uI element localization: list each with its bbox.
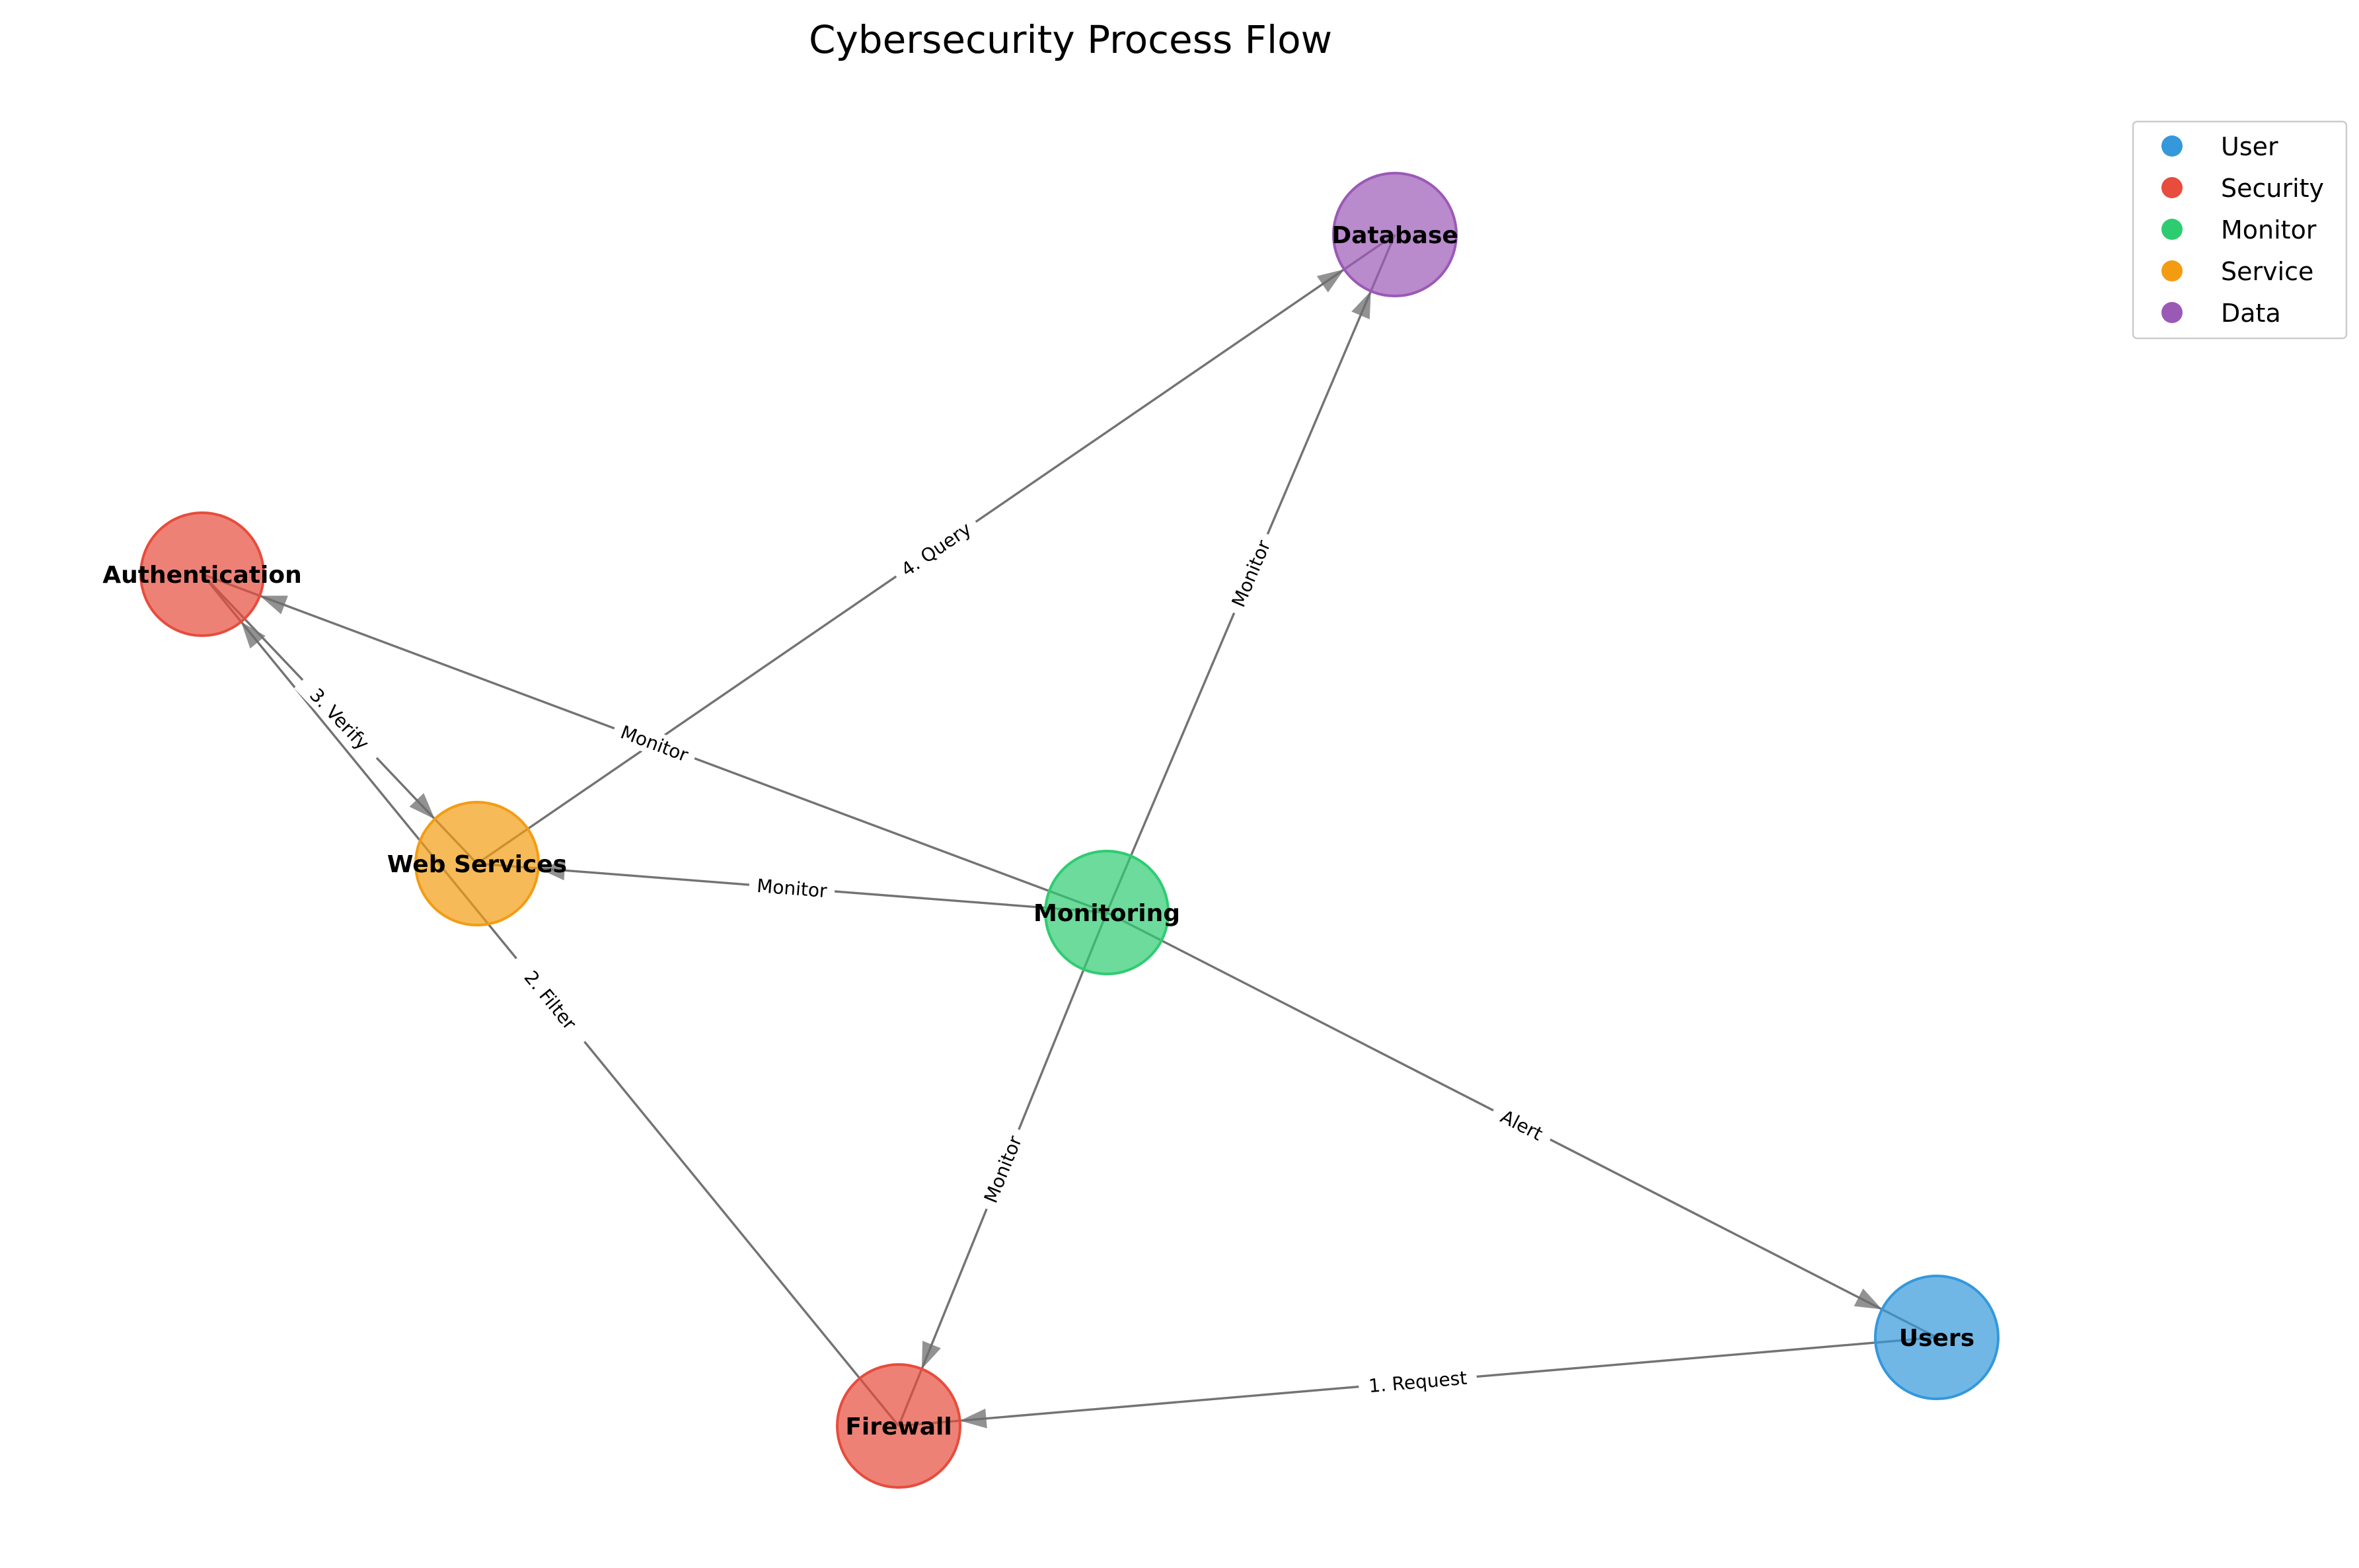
node-firewall: Firewall xyxy=(836,1363,961,1489)
edge-label-group: Monitor xyxy=(748,873,836,903)
edge-label: Monitor xyxy=(980,1133,1027,1206)
legend-label-security: Security xyxy=(2221,174,2324,203)
node-database-circle xyxy=(1332,172,1458,297)
legend-item-service: Service xyxy=(2161,257,2313,286)
edge-monitoring-to-webservices-arrowhead xyxy=(538,860,566,881)
legend-marker-monitor xyxy=(2161,219,2183,240)
legend-label-service: Service xyxy=(2221,257,2313,286)
edge-label: Monitor xyxy=(1227,537,1275,610)
node-firewall-label: Firewall xyxy=(845,1413,952,1440)
edge-monitoring-to-authentication-arrowhead xyxy=(260,595,288,615)
edge-monitoring-to-database-arrowhead xyxy=(1351,291,1371,320)
legend-item-security: Security xyxy=(2161,174,2324,203)
node-monitoring-label: Monitoring xyxy=(1033,900,1180,927)
node-monitoring: Monitoring xyxy=(1033,850,1180,975)
node-webservices-label: Web Services xyxy=(387,851,567,878)
edge-label: 1. Request xyxy=(1368,1367,1468,1398)
edge-label-background xyxy=(1357,1364,1478,1399)
edge-label-group: Monitor xyxy=(610,717,699,770)
edge-label-background xyxy=(975,1125,1030,1214)
legend-item-monitor: Monitor xyxy=(2161,215,2317,244)
edge-label-background xyxy=(1487,1100,1556,1150)
node-monitoring-circle xyxy=(1044,850,1170,975)
edge-users-to-firewall-arrowhead xyxy=(959,1408,987,1429)
legend-label-user: User xyxy=(2221,132,2278,161)
node-database: Database xyxy=(1331,172,1458,297)
legend-frame xyxy=(2132,120,2348,340)
node-authentication: Authentication xyxy=(102,511,302,637)
legend-marker-data xyxy=(2161,302,2183,323)
edge-label-group: 1. Request xyxy=(1357,1364,1478,1399)
legend-label-monitor: Monitor xyxy=(2221,215,2317,244)
node-webservices-circle xyxy=(414,801,540,926)
node-webservices: Web Services xyxy=(387,801,567,926)
legend-item-user: User xyxy=(2161,132,2278,161)
edge-label-background xyxy=(889,511,983,587)
node-firewall-circle xyxy=(836,1363,961,1489)
edge-label-background xyxy=(1223,529,1279,618)
edge-authentication-to-webservices-arrowhead xyxy=(409,793,435,819)
diagram-title: Cybersecurity Process Flow xyxy=(809,17,1332,62)
edge-monitoring-to-firewall-arrowhead xyxy=(921,1341,941,1369)
edge-label: 4. Query xyxy=(897,518,975,581)
edge-webservices-to-database-arrowhead xyxy=(1316,269,1345,293)
edge-label-background xyxy=(293,671,386,766)
edge-label-group: 4. Query xyxy=(889,511,983,587)
edge-label-group: Monitor xyxy=(1223,529,1279,618)
node-authentication-label: Authentication xyxy=(102,562,301,589)
edge-firewall-to-authentication-arrowhead xyxy=(241,621,266,649)
edge-label-background xyxy=(507,951,594,1049)
edge-label-group: Monitor xyxy=(975,1125,1030,1214)
legend-item-data: Data xyxy=(2161,299,2281,328)
legend-marker-user xyxy=(2161,135,2183,157)
node-users-label: Users xyxy=(1899,1325,1974,1352)
legend-marker-security xyxy=(2161,177,2183,198)
node-users: Users xyxy=(1874,1275,2000,1400)
edge-label-group: 2. Filter xyxy=(507,951,594,1049)
legend-marker-service xyxy=(2161,260,2183,281)
edge-label-background xyxy=(748,873,836,903)
edge-label-background xyxy=(610,717,699,770)
node-database-label: Database xyxy=(1331,222,1458,249)
edge-label: 2. Filter xyxy=(520,967,581,1035)
legend-label-data: Data xyxy=(2221,299,2281,328)
edge-label-group: Alert xyxy=(1487,1100,1556,1150)
node-users-circle xyxy=(1874,1275,2000,1400)
edge-label: Alert xyxy=(1497,1105,1546,1145)
edge-label-group: 3. Verify xyxy=(293,671,386,766)
node-authentication-circle xyxy=(139,511,265,637)
edge-monitoring-to-users-arrowhead xyxy=(1854,1288,1883,1310)
